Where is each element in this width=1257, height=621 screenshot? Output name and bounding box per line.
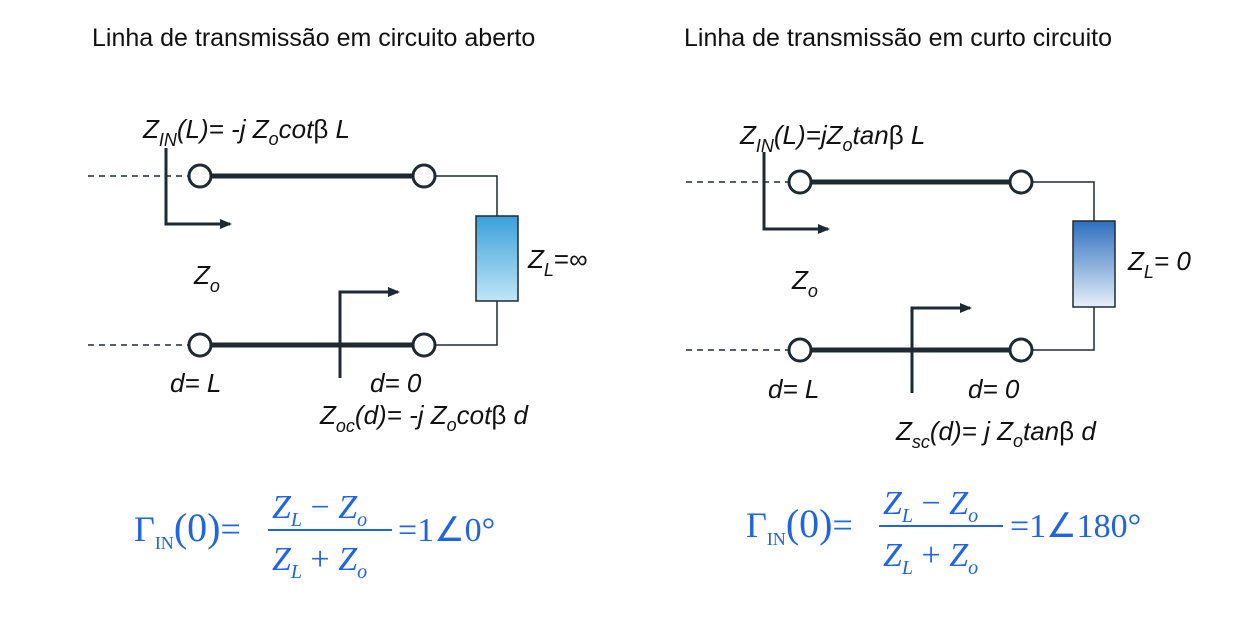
short-terminal-top-right xyxy=(1008,169,1034,195)
open-zd-arrow xyxy=(338,287,400,378)
svg-text:ΓIN(0)=: ΓIN(0)= xyxy=(746,501,853,549)
svg-text:ZL − Zo: ZL − Zo xyxy=(883,485,978,527)
short-load-impedance xyxy=(1072,220,1116,308)
open-terminal-top-left xyxy=(187,163,213,189)
short-zd-label: Zsc(d)= j Zotanβ d xyxy=(895,416,1097,452)
svg-text:ΓIN(0)=: ΓIN(0)= xyxy=(134,505,241,553)
short-circuit-diagram: ZIN(L)=jZotanβ L Zo ZL= 0 d= L d= 0 Zsc(… xyxy=(686,120,1191,579)
open-zo-label: Zo xyxy=(193,260,220,296)
svg-text:ZL + Zo: ZL + Zo xyxy=(883,537,978,579)
title-open-circuit: Linha de transmissão em circuito aberto xyxy=(92,24,536,52)
open-wire-right-bottom xyxy=(435,301,498,346)
svg-text:ZL + Zo: ZL + Zo xyxy=(272,541,367,583)
short-d-left-label: d= L xyxy=(768,374,819,404)
short-zin-label: ZIN(L)=jZotanβ L xyxy=(739,120,925,156)
svg-text:=1∠180°: =1∠180° xyxy=(1010,508,1141,545)
open-terminal-bottom-right xyxy=(411,332,437,358)
open-circuit-diagram: ZIN(L)= -j Zocotβ L Zo ZL=∞ d= L d= 0 Zo… xyxy=(88,114,588,583)
short-terminal-top-left xyxy=(787,169,813,195)
open-d-left-label: d= L xyxy=(170,368,221,398)
open-zin-arrow xyxy=(164,148,232,229)
svg-text:ZL − Zo: ZL − Zo xyxy=(272,489,367,531)
short-wire-right-bottom xyxy=(1032,307,1095,351)
short-zd-arrow xyxy=(910,303,972,393)
short-zin-arrow xyxy=(762,152,830,234)
short-terminal-bottom-left xyxy=(787,337,813,363)
short-zo-label: Zo xyxy=(791,265,818,301)
short-reflection-equation: ΓIN(0)= ZL − Zo ZL + Zo =1∠180° xyxy=(746,485,1141,579)
open-reflection-equation: ΓIN(0)= ZL − Zo ZL + Zo =1∠0° xyxy=(134,489,495,583)
title-short-circuit: Linha de transmissão em curto circuito xyxy=(684,24,1112,52)
open-zd-label: Zoc(d)= -j Zocotβ d xyxy=(319,400,530,436)
short-wire-right xyxy=(1032,181,1095,221)
open-terminal-top-right xyxy=(411,163,437,189)
open-zl-label: ZL=∞ xyxy=(527,244,588,280)
short-d-right-label: d= 0 xyxy=(968,374,1020,404)
open-terminal-bottom-left xyxy=(187,332,213,358)
svg-text:=1∠0°: =1∠0° xyxy=(398,512,495,549)
open-zin-label: ZIN(L)= -j Zocotβ L xyxy=(142,114,350,150)
short-zl-label: ZL= 0 xyxy=(1127,246,1191,282)
short-terminal-bottom-right xyxy=(1008,337,1034,363)
open-wire-right xyxy=(435,175,498,216)
open-d-right-label: d= 0 xyxy=(370,368,422,398)
open-load-impedance xyxy=(475,215,519,302)
